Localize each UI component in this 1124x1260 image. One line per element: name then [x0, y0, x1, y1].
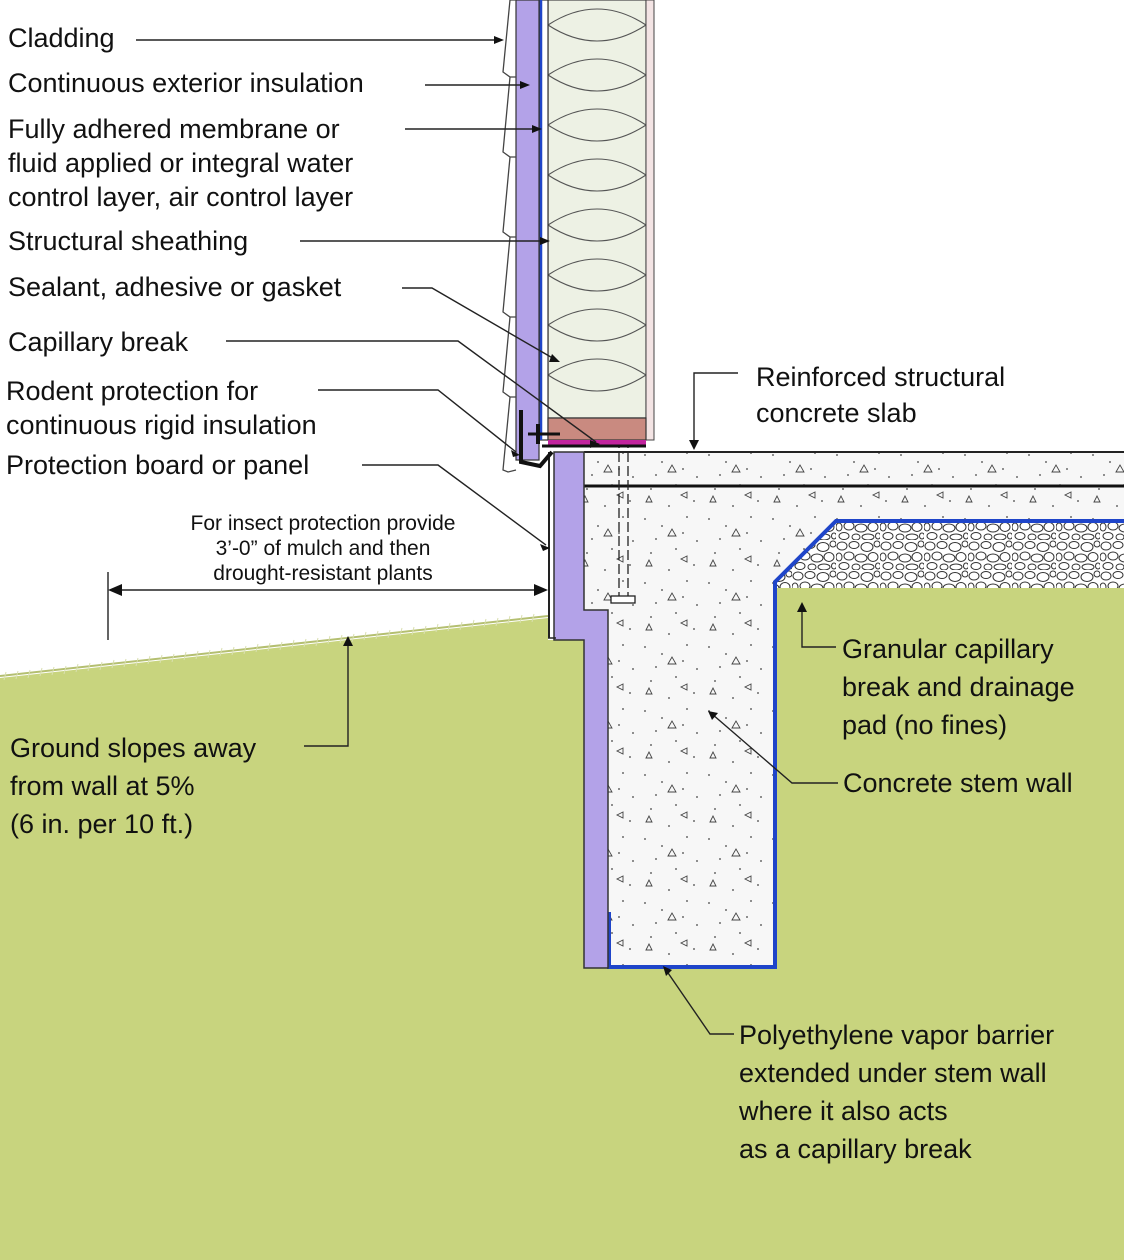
label-protection-board: Protection board or panel: [6, 450, 310, 480]
vapor-barrier: [607, 519, 1124, 969]
label-capillary-break: Capillary break: [8, 327, 189, 357]
rodent-protection: [519, 410, 554, 469]
label-cladding: Cladding: [8, 23, 115, 53]
ground: [0, 588, 1124, 1260]
leader-arrowheads: [108, 36, 807, 976]
label-granular-pad: Granular capillary break and drainage pa…: [842, 634, 1075, 740]
label-insect-protection: For insect protection provide 3’-0” of m…: [190, 512, 456, 585]
label-stem-wall: Concrete stem wall: [843, 768, 1073, 798]
label-ground-slope: Ground slopes away from wall at 5% (6 in…: [10, 733, 257, 839]
label-water-control-layer: Fully adhered membrane or fluid applied …: [8, 114, 354, 212]
label-rodent-protection: Rodent protection for continuous rigid i…: [6, 376, 317, 440]
foundation-insulation: [553, 451, 609, 969]
label-vapor-barrier: Polyethylene vapor barrier extended unde…: [739, 1020, 1055, 1164]
sill-gasket: [548, 440, 646, 445]
cladding: [502, 0, 517, 473]
sill-plate: [547, 417, 647, 441]
leader-lines: [107, 39, 838, 1035]
label-concrete-slab: Reinforced structural concrete slab: [756, 362, 1006, 428]
granular-pad: [776, 522, 1124, 588]
exterior-rigid-insulation: [515, 0, 540, 461]
concrete-stem-wall: [584, 488, 1124, 968]
label-sealant: Sealant, adhesive or gasket: [8, 272, 342, 302]
concrete-slab: [584, 452, 1124, 488]
label-structural-sheathing: Structural sheathing: [8, 226, 249, 256]
label-continuous-exterior-insulation: Continuous exterior insulation: [8, 68, 364, 98]
